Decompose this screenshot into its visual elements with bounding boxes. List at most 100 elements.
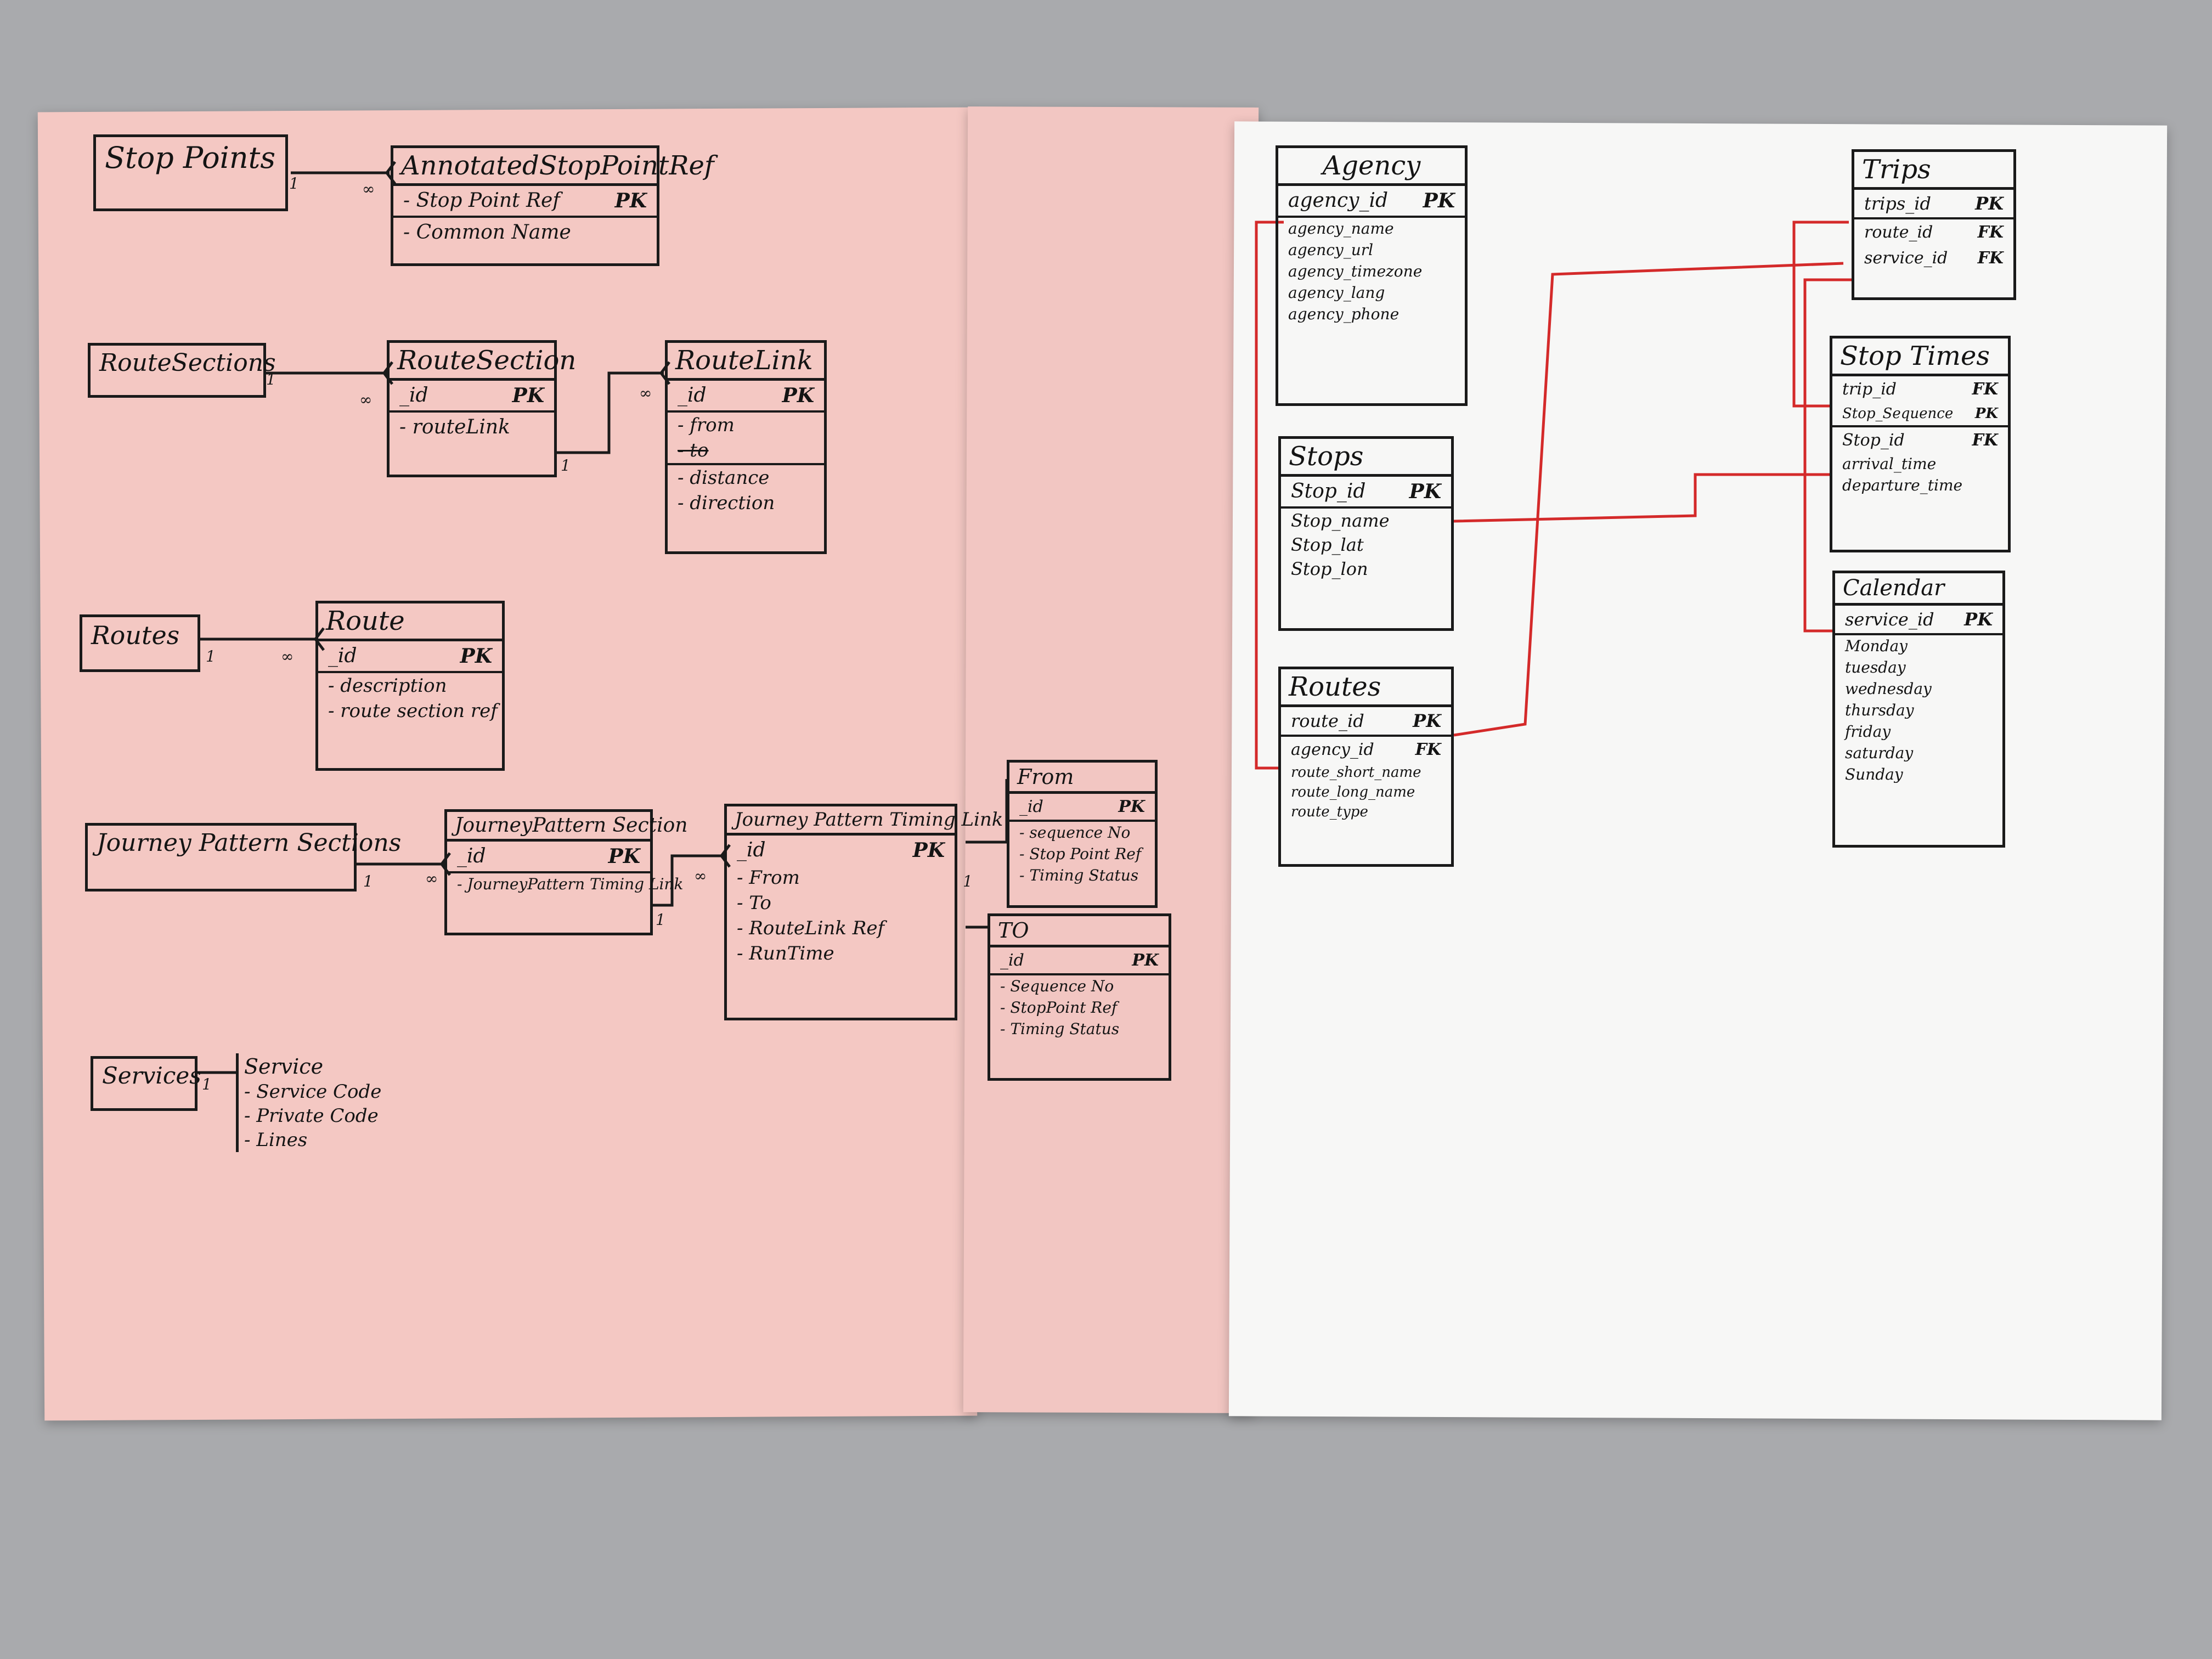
stop-points-title: Stop Points: [105, 140, 276, 175]
service-entity: Service - Service Code - Private Code - …: [236, 1053, 387, 1152]
entity-field: - description: [328, 675, 447, 697]
entity-field: - From: [737, 867, 800, 889]
red-connector-trips-stoptimes: [1792, 221, 1849, 408]
entity-field: - Timing Status: [1019, 866, 1139, 884]
service-field: - Service Code: [244, 1081, 382, 1103]
service-field: - Private Code: [244, 1105, 379, 1127]
entity-field: agency_url: [1288, 241, 1374, 259]
entity-field: Stop_name: [1291, 510, 1390, 531]
annotated-stop-point-title: AnnotatedStopPointRef: [393, 148, 714, 186]
entity-field: - routeLink: [399, 416, 510, 438]
stop-points-card-many: ∞: [362, 180, 375, 198]
journey-pattern-section-title: JourneyPattern Section: [447, 812, 687, 842]
entity-field: - StopPoint Ref: [1000, 998, 1118, 1017]
entity-field: - RouteLink Ref: [737, 917, 885, 939]
entity-field: wednesday: [1845, 680, 1932, 698]
services-card-one: 1: [202, 1075, 212, 1093]
entity-field: - JourneyPattern Timing Link: [457, 875, 684, 893]
entity-field: - Timing Status: [1000, 1020, 1120, 1038]
entity-field: agency_name: [1288, 219, 1394, 238]
entity-field-struck: - to: [668, 438, 824, 465]
entity-field: - route section ref: [328, 700, 498, 722]
route-title: Route: [318, 603, 502, 641]
entity-field: departure_time: [1842, 476, 1963, 494]
entity-field: saturday: [1845, 744, 1914, 762]
route-link-card-one: 1: [561, 456, 571, 475]
from-card-one: 1: [963, 872, 973, 890]
routes-title: Routes: [91, 620, 180, 650]
routes-card-many: ∞: [281, 647, 294, 665]
red-connector-agency-routes: [1255, 221, 1284, 770]
timing-link-card-many: ∞: [694, 867, 707, 885]
calendar-title: Calendar: [1835, 573, 2002, 606]
timing-link-card-one: 1: [656, 911, 665, 929]
entity-field: - distance: [678, 467, 770, 489]
entity-field: tuesday: [1845, 658, 1906, 676]
entity-field: agency_phone: [1288, 305, 1400, 323]
route-sections-title: RouteSections: [99, 349, 276, 377]
entity-field: - RunTime: [737, 943, 834, 964]
red-connector-trips-calendar: [1803, 278, 1852, 633]
stop-points-box: Stop Points: [93, 134, 288, 211]
agency-title: Agency: [1278, 148, 1465, 186]
entity-field: - sequence No: [1019, 823, 1131, 842]
stops-title: Stops: [1281, 439, 1451, 477]
entity-field: - Sequence No: [1000, 977, 1114, 995]
journey-card-one: 1: [363, 872, 373, 890]
service-title: Service: [244, 1054, 324, 1079]
route-section-title: RouteSection: [390, 343, 576, 381]
entity-field: Sunday: [1845, 765, 1903, 783]
entity-field: - direction: [678, 492, 775, 514]
connector-journey-timinglink: [653, 854, 724, 907]
route-sections-card-one: 1: [266, 370, 276, 388]
entity-field: - from: [678, 414, 735, 436]
services-title: Services: [102, 1062, 201, 1089]
red-connector-stops-stoptimes: [1453, 473, 1830, 523]
routes-box: Routes: [80, 614, 200, 672]
to-title: TO: [990, 916, 1169, 947]
entity-field: thursday: [1845, 701, 1914, 719]
routes-card-one: 1: [206, 647, 216, 665]
trips-title: Trips: [1854, 152, 2013, 190]
services-box: Services: [91, 1056, 201, 1111]
entity-field: agency_lang: [1288, 284, 1385, 302]
entity-field: route_short_name: [1291, 764, 1421, 781]
entity-field: - To: [737, 892, 771, 914]
journey-pattern-sections-title: Journey Pattern Sections: [97, 829, 402, 857]
from-title: From: [1009, 763, 1155, 794]
entity-field: friday: [1845, 723, 1891, 741]
entity-field: arrival_time: [1842, 455, 1937, 473]
journey-pattern-timing-link-title: Journey Pattern Timing Link: [727, 806, 1003, 836]
entity-field: Stop_lon: [1291, 558, 1368, 579]
red-connector-routes-trips: [1453, 262, 1844, 737]
journey-card-many: ∞: [425, 870, 438, 888]
journey-pattern-sections-box: Journey Pattern Sections: [85, 823, 402, 891]
